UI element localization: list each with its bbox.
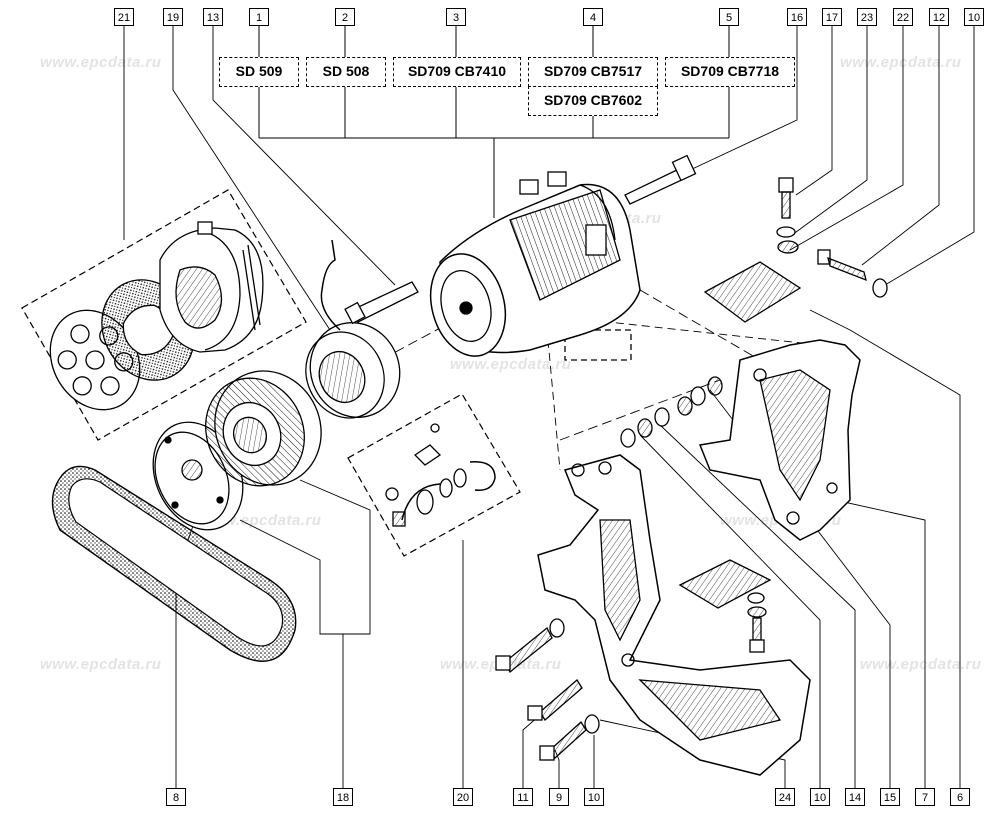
mounting-bolt [624,167,687,205]
callout-24: 24 [775,788,795,806]
callout-8: 8 [166,788,186,806]
callout-4: 4 [583,8,603,26]
fittings-kit-group-box [347,393,521,557]
washer-set [620,376,723,448]
callout-18: 18 [333,788,353,806]
upper-fasteners [776,177,888,298]
clutch-coil [305,239,401,419]
reference-sd709-cb7602: SD709 CB7602 [528,86,658,116]
spacer-plate-lower [678,559,772,609]
callout-20: 20 [453,788,473,806]
callout-3: 3 [446,8,466,26]
watermark: www.epcdata.ru [840,54,962,71]
callout-7: 7 [915,788,935,806]
callout-12: 12 [929,8,949,26]
clutch-pulley [205,370,322,487]
drive-belt [51,465,297,662]
clutch-housing [159,221,264,353]
callout-10: 10 [584,788,604,806]
callout-10: 10 [810,788,830,806]
callout-1: 1 [249,8,269,26]
reference-sd709-cb7410: SD709 CB7410 [393,57,521,87]
callout-9: 9 [549,788,569,806]
ac-compressor [429,171,641,357]
callout-13: 13 [203,8,223,26]
callout-14: 14 [845,788,865,806]
reference-sd508: SD 508 [306,57,386,87]
callout-16: 16 [787,8,807,26]
callout-19: 19 [163,8,183,26]
lower-mounting-bracket [537,454,811,776]
lower-fasteners [495,592,767,761]
bolt-head [671,154,697,182]
optional-part-box [564,329,632,361]
callout-23: 23 [857,8,877,26]
callout-2: 2 [335,8,355,26]
clutch-kit-group-box [21,189,307,441]
reference-sd509: SD 509 [219,57,299,87]
watermark: www.epcdata.ru [450,356,572,373]
upper-mounting-bracket [698,339,861,541]
callout-22: 22 [893,8,913,26]
callout-6: 6 [950,788,970,806]
callout-10: 10 [964,8,984,26]
watermark: www.epcdata.ru [40,656,162,673]
callout-5: 5 [719,8,739,26]
fittings-kit [385,423,496,527]
spacer-plate-upper [703,261,802,323]
reference-sd709-cb7718: SD709 CB7718 [665,57,795,87]
watermark: www.epcdata.ru [40,54,162,71]
reference-bracket-lines [258,26,730,218]
callout-11: 11 [513,788,533,806]
reference-sd709-cb7517: SD709 CB7517 [528,57,658,87]
compressor-bolt-long [344,281,419,325]
callout-15: 15 [880,788,900,806]
callout-17: 17 [822,8,842,26]
callout-21: 21 [114,8,134,26]
